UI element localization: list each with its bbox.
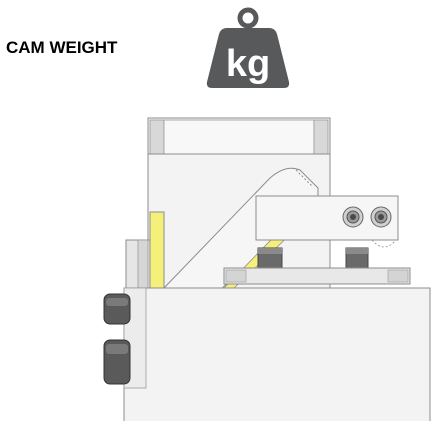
guide-pins: [257, 247, 369, 271]
base-plate: [223, 267, 411, 285]
screw-icon: [370, 206, 392, 228]
left-side-plate: [125, 211, 165, 291]
knob-icon: [103, 293, 131, 325]
main-body: [123, 287, 431, 421]
slider-block: [255, 195, 399, 248]
page-title: CAM WEIGHT: [6, 38, 118, 57]
kg-label: kg: [226, 43, 270, 85]
screw-icon: [342, 206, 364, 228]
kg-weight-icon: kg: [206, 7, 290, 88]
knob-icon: [103, 339, 131, 385]
